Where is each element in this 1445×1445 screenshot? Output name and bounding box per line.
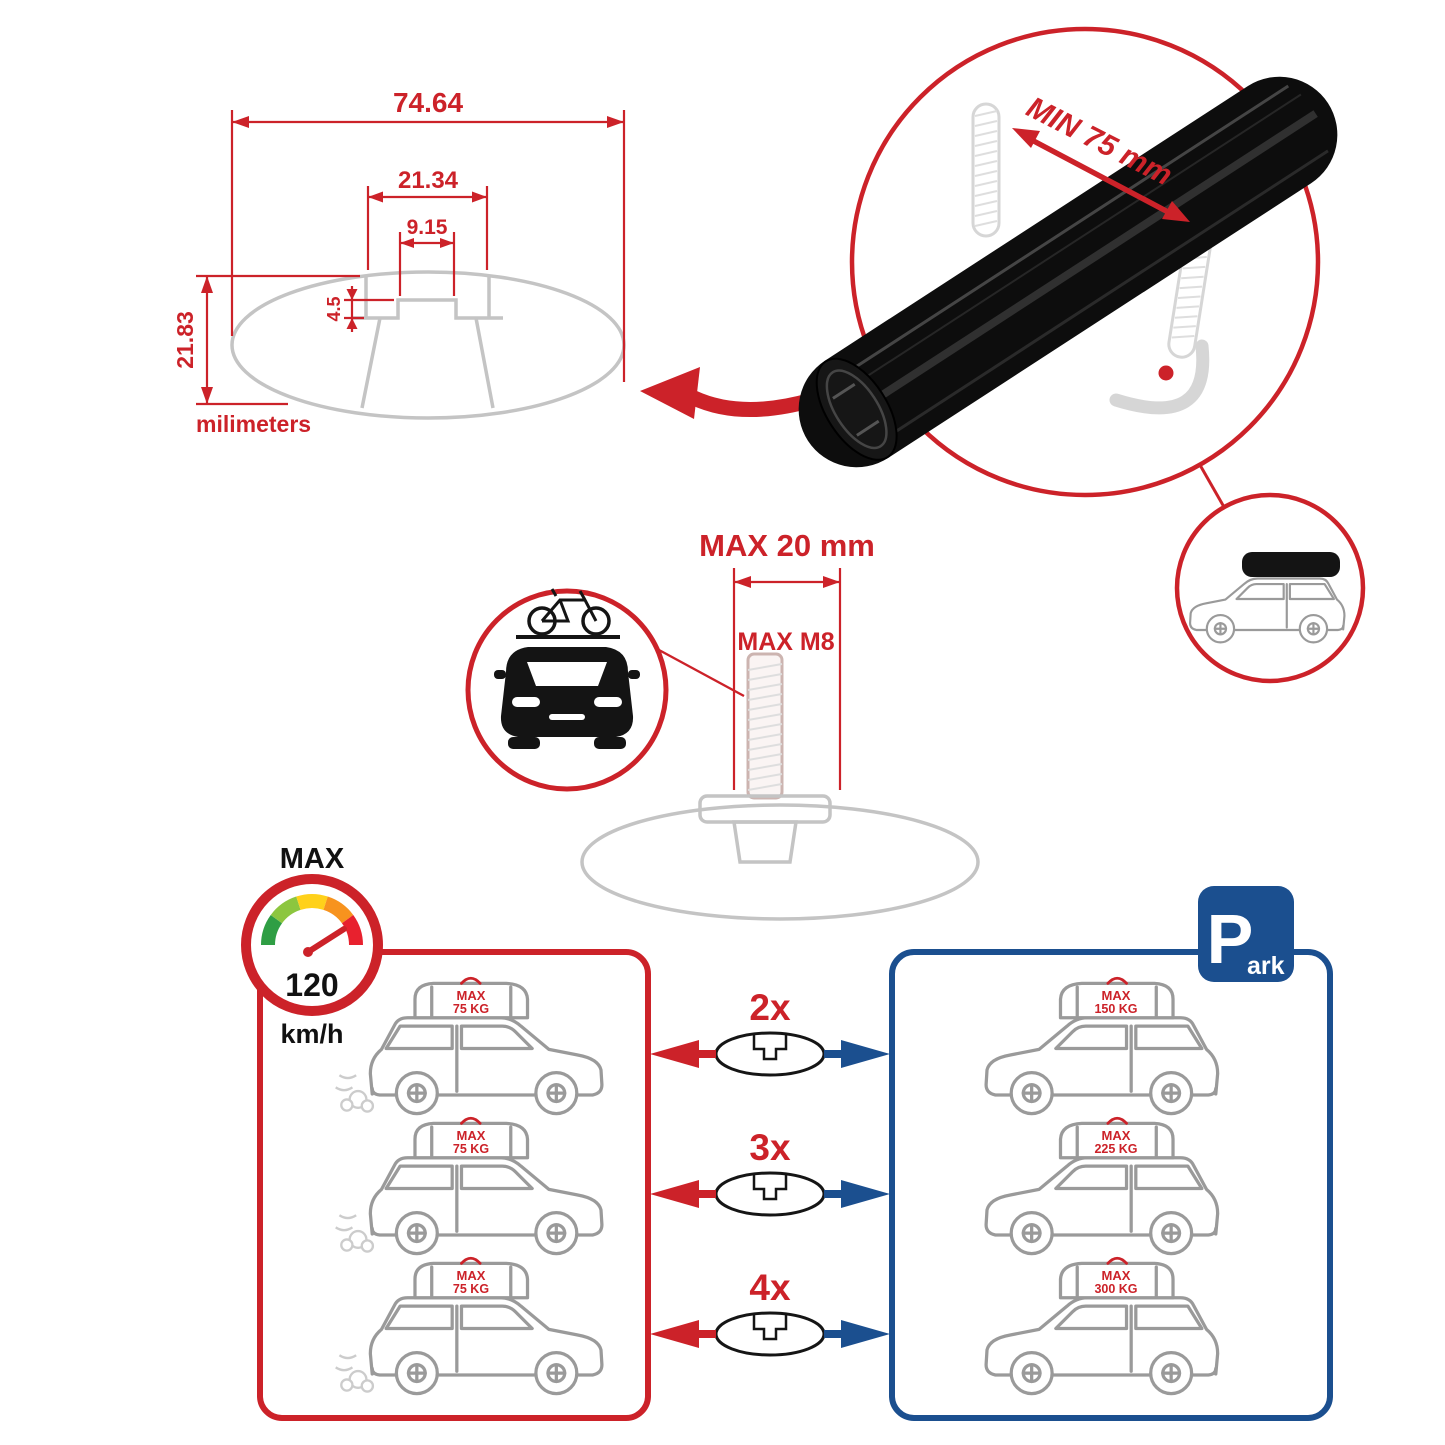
- bolt-icon: [746, 652, 784, 800]
- dim-21-83-value: 21.83: [172, 311, 198, 369]
- max-20-label: MAX 20 mm: [699, 528, 875, 563]
- multiplier-label: 3x: [749, 1127, 791, 1168]
- units-label: milimeters: [196, 411, 311, 437]
- speed-value: 120: [285, 967, 338, 1003]
- dim-4-5-value: 4.5: [324, 296, 344, 321]
- suv-car-red-3: MAX 75 KG: [334, 1256, 604, 1396]
- suv-car-blue-3: MAX 300 KG: [984, 1256, 1220, 1396]
- cargo-load-weight: 225 KG: [1094, 1142, 1137, 1156]
- speed-unit-label: km/h: [280, 1019, 343, 1049]
- speed-max-label: MAX: [280, 843, 345, 875]
- cargo-load-label: MAX: [1102, 1128, 1131, 1143]
- cross-section-drawing: 74.64 21.34 9.15 4.5 21.83 milimeters: [172, 87, 626, 437]
- gauge-needle: [305, 926, 347, 955]
- multiplier-row-2x: 2x: [650, 987, 890, 1077]
- dimension-21-34: 21.34: [366, 167, 489, 270]
- max-m8-label: MAX M8: [737, 628, 834, 656]
- cargo-load-label: MAX: [457, 1128, 486, 1143]
- cargo-load-label: MAX: [457, 988, 486, 1003]
- bar-end-face: [815, 357, 898, 461]
- dimension-4-5: 4.5: [324, 286, 394, 332]
- dimension-21-83: 21.83: [172, 274, 360, 406]
- clamp-rod-rear: [971, 102, 1001, 238]
- dimension-74-64: 74.64: [230, 87, 626, 382]
- crossbar-bar: [798, 76, 1338, 468]
- bubble-leader-line: [1198, 464, 1226, 508]
- cargo-load-label: MAX: [1102, 1268, 1131, 1283]
- parking-sign: P ark: [1198, 886, 1294, 982]
- clamp-contact-dot: [1158, 365, 1174, 381]
- parking-sign-letter: P: [1207, 900, 1254, 978]
- dim-21-34-value: 21.34: [398, 167, 459, 194]
- red-box-cars: MAX 75 KG MAX 75 KG MAX 75 KG: [334, 976, 604, 1396]
- speedometer: MAX 120 km/h: [241, 843, 383, 1049]
- cargo-load-weight: 150 KG: [1094, 1002, 1137, 1016]
- suv-car-blue-2: MAX 225 KG: [984, 1116, 1220, 1256]
- multiplier-row-4x: 4x: [650, 1267, 890, 1357]
- blue-box-cars: MAX 150 KG MAX 225 KG MAX 300 KG: [984, 976, 1220, 1396]
- cargo-load-weight: 75 KG: [453, 1282, 489, 1296]
- motion-puffs-icon: [334, 1354, 375, 1393]
- suv-roofbox-bubble: [1174, 492, 1366, 684]
- cargo-load-weight: 300 KG: [1094, 1282, 1137, 1296]
- roof-box-icon: [1242, 552, 1340, 577]
- suv-car-blue-1: MAX 150 KG: [984, 976, 1220, 1116]
- dim-9-15-value: 9.15: [407, 216, 448, 239]
- crossbar-profile-icon: [714, 1031, 826, 1077]
- blue-capacity-box: [889, 949, 1333, 1421]
- clamp-strap: [1109, 339, 1210, 415]
- crossbar-profile-icon: [714, 1171, 826, 1217]
- multiplier-rows: 2x 3x 4x: [650, 987, 890, 1357]
- car-bubble-leader: [658, 648, 745, 698]
- car-front-icon: [494, 647, 640, 749]
- cargo-load-weight: 75 KG: [453, 1142, 489, 1156]
- dim-74-64-value: 74.64: [393, 87, 463, 118]
- zoom-circle: [849, 26, 1321, 498]
- motion-puffs-icon: [334, 1214, 375, 1253]
- dimension-9-15: 9.15: [398, 216, 456, 296]
- multiplier-row-3x: 3x: [650, 1127, 890, 1217]
- red-capacity-box: [257, 949, 651, 1421]
- multiplier-label: 4x: [749, 1267, 791, 1308]
- bike-icon: [516, 588, 620, 639]
- multiplier-label: 2x: [749, 987, 791, 1028]
- suv-car-red-1: MAX 75 KG: [334, 976, 604, 1116]
- bar-cross-section-ellipse: [580, 803, 980, 921]
- car-front-bubble: [465, 588, 669, 792]
- bolt-section: MAX 20 mm MAX M8: [465, 528, 980, 921]
- bolt-dimension: [732, 568, 842, 790]
- t-slot-profile: [352, 276, 503, 409]
- crossbar-zoom-bubble: MIN 75 mm: [798, 26, 1366, 684]
- bar-profile-ellipse: [230, 270, 626, 420]
- cargo-load-weight: 75 KG: [453, 1002, 489, 1016]
- cargo-load-label: MAX: [1102, 988, 1131, 1003]
- pointer-arrow: [640, 367, 820, 419]
- crossbar-profile-icon: [714, 1311, 826, 1357]
- cargo-load-label: MAX: [457, 1268, 486, 1283]
- gauge-arcs: [260, 894, 364, 946]
- motion-puffs-icon: [334, 1074, 375, 1113]
- suv-car-red-2: MAX 75 KG: [334, 1116, 604, 1256]
- parking-sign-suffix: ark: [1247, 952, 1285, 980]
